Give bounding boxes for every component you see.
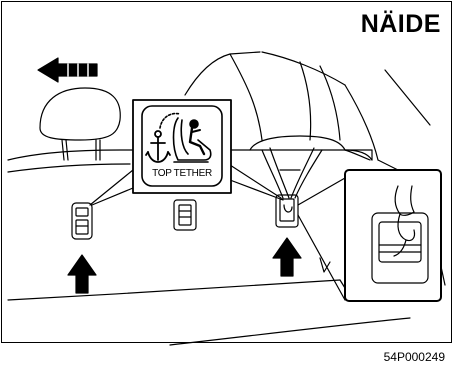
figure-code: 54P000249: [384, 350, 445, 364]
page-title: NÄIDE: [361, 10, 441, 39]
left-tether-anchor: [72, 203, 92, 239]
anchor-detail-inset: [345, 170, 441, 301]
top-tether-label-box: [133, 100, 231, 193]
left-headrest: [40, 88, 120, 160]
arrow-up-icon-right: [273, 238, 301, 276]
top-tether-label: TOP TETHER: [152, 168, 212, 179]
arrow-left-icon: [38, 58, 97, 82]
middle-tether-anchor: [174, 200, 196, 230]
arrow-up-icon-left: [68, 255, 96, 293]
right-tether-anchor: [262, 148, 322, 227]
